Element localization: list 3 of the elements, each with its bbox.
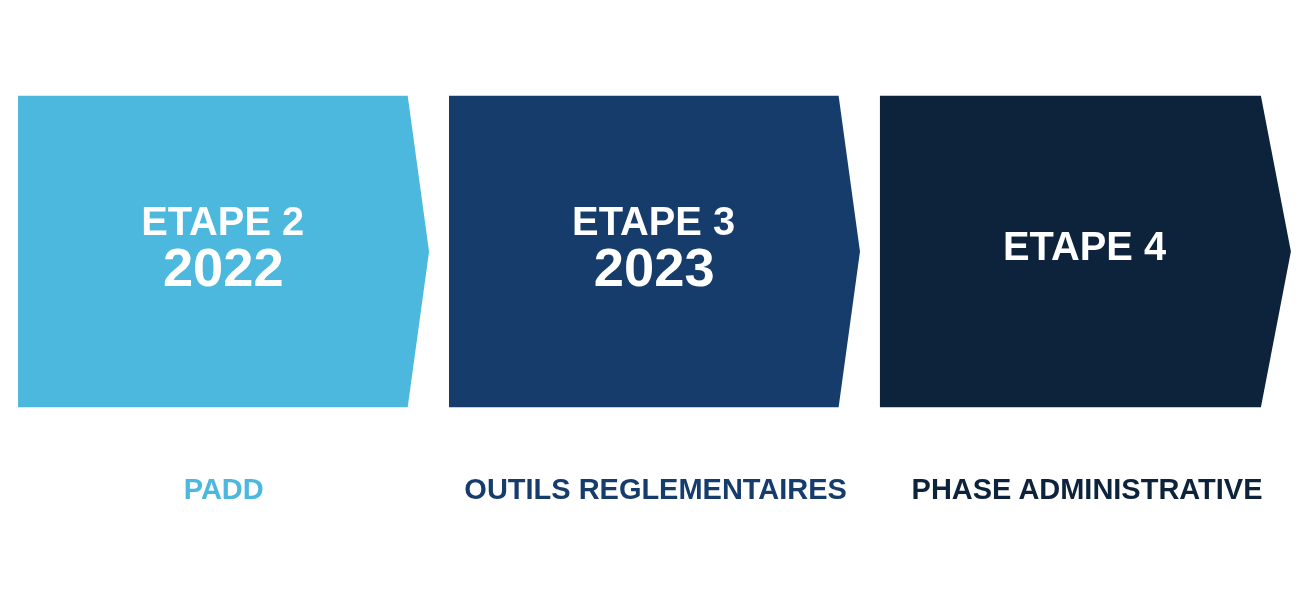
node-label: OUTILS REGLEMENTAIRES [464,473,847,506]
node-label: PADD [183,473,264,506]
node-label: PHASE ADMINISTRATIVE [911,473,1263,506]
